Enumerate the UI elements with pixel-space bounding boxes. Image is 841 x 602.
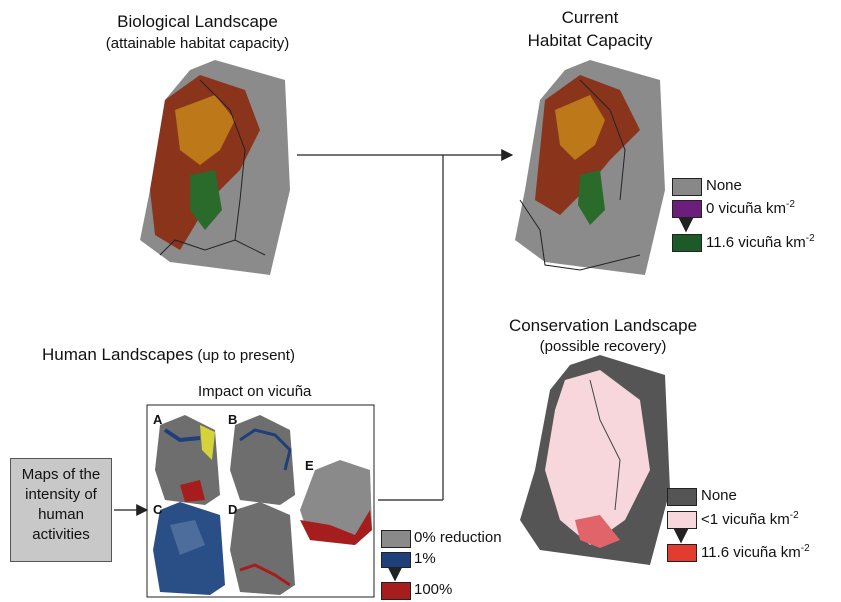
panel-c-label: C [153,502,163,517]
conservation-title: Conservation Landscape [508,316,698,335]
maps-box-line3: human [38,506,84,523]
current-legend-high-swatch [672,234,702,252]
current-legend-low-label: 0 vicuña km-2 [706,199,795,217]
conservation-legend-high-swatch [667,544,697,562]
human-legend-one-label: 1% [414,550,436,567]
panel-a-map [155,415,220,505]
conservation-legend-none-swatch [667,488,697,506]
current-legend-none-label: None [706,177,742,194]
human-title: Human Landscapes (up to present) [42,345,295,364]
panel-d-map [230,502,295,595]
conservation-legend-none-label: None [701,487,737,504]
panel-b-map [230,415,295,505]
human-legend-hundred-swatch [381,582,411,600]
maps-box-line4: activities [32,526,90,543]
maps-box-line2: intensity of [25,486,97,503]
panel-e-label: E [305,458,314,473]
maps-input-box: Maps of the intensity of human activitie… [10,458,112,562]
panel-c-map [153,502,225,595]
current-legend-none-swatch [672,178,702,196]
conservation-landscape-map [520,355,670,565]
human-legend-hundred-label: 100% [414,581,453,598]
human-legend-zero-label: 0% reduction [414,529,502,546]
panel-b-label: B [228,412,238,427]
current-legend-low-swatch [672,200,702,218]
current-legend-high-label: 11.6 vicuña km-2 [706,233,815,251]
panel-e-map [300,460,372,545]
biological-title: Biological Landscape [117,12,278,31]
current-habitat-map [515,60,665,275]
conservation-legend-low-label: <1 vicuña km-2 [701,510,799,528]
current-title-line1: Current [561,8,619,27]
panel-a-label: A [153,412,163,427]
maps-box-line1: Maps of the [21,466,101,483]
biological-subtitle: (attainable habitat capacity) [105,35,290,52]
conservation-subtitle: (possible recovery) [539,338,667,355]
conservation-legend-high-label: 11.6 vicuña km-2 [701,543,810,561]
current-title-line2: Habitat Capacity [527,31,653,50]
biological-landscape-map [140,60,290,275]
impact-title: Impact on vicuña [198,383,312,400]
panel-d-label: D [228,502,238,517]
conservation-legend-low-swatch [667,511,697,529]
human-legend-one-swatch [381,552,411,568]
human-legend-zero-swatch [381,530,411,548]
